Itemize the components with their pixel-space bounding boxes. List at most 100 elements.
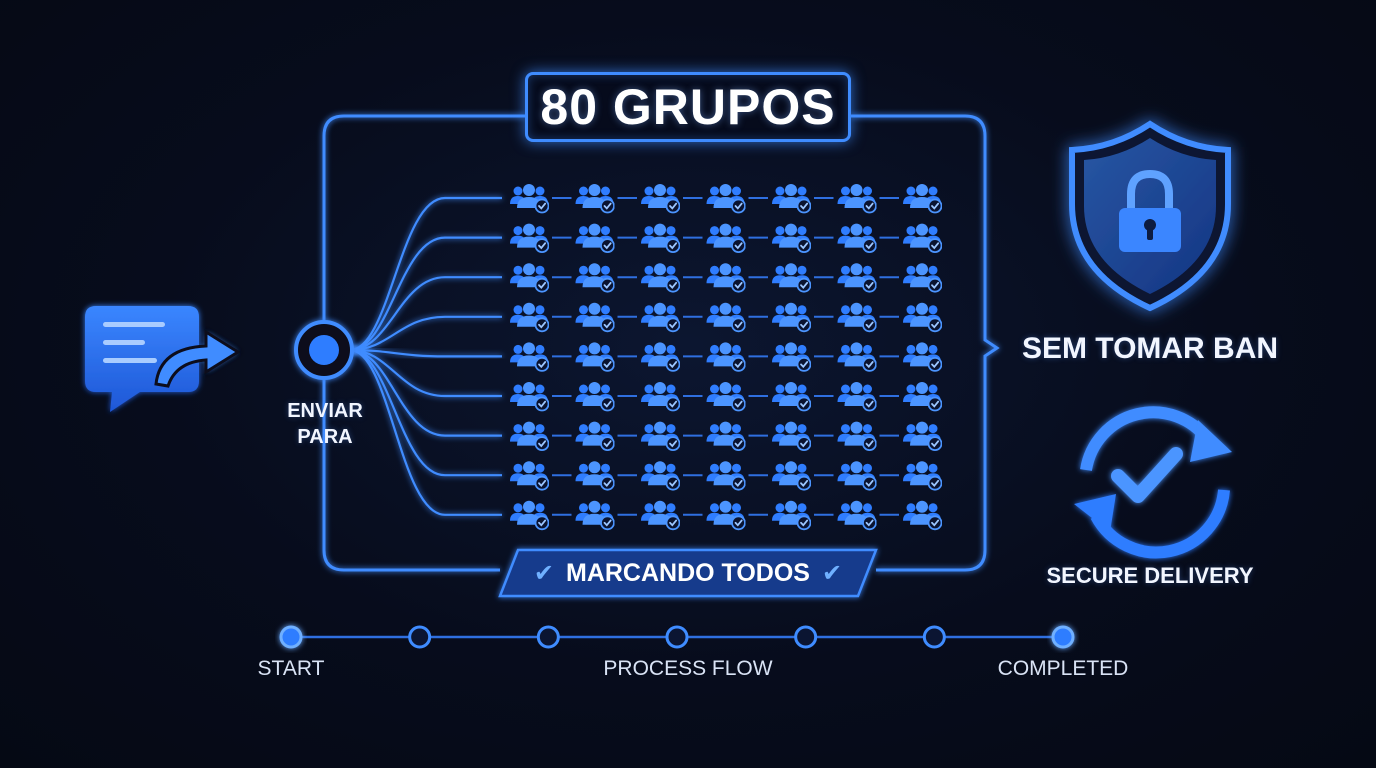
group-check-icon	[902, 341, 942, 372]
group-check-icon	[705, 341, 746, 372]
group-check-icon	[574, 341, 615, 372]
group-check-icon	[836, 499, 877, 531]
group-check-icon	[705, 183, 746, 214]
banner-label: MARCANDO TODOS	[566, 558, 810, 587]
group-check-icon	[902, 420, 942, 452]
group-check-icon	[574, 420, 615, 452]
fan-lines	[349, 196, 502, 516]
title-text: 80 GRUPOS	[540, 79, 836, 135]
flow-step-node	[1051, 625, 1075, 649]
group-check-icon	[640, 420, 680, 452]
group-check-icon	[771, 460, 811, 491]
flow-step-node	[408, 625, 432, 649]
group-check-icon	[902, 381, 942, 412]
group-check-icon	[640, 460, 680, 491]
group-check-icon	[705, 262, 746, 293]
group-check-icon	[574, 381, 615, 412]
group-check-icon	[771, 381, 811, 412]
group-check-icon	[705, 499, 746, 531]
group-check-icon	[574, 460, 615, 491]
group-check-icon	[705, 420, 746, 452]
group-check-icon	[902, 499, 942, 531]
check-icon: ✔	[533, 559, 554, 587]
flow-label-middle: PROCESS FLOW	[603, 657, 773, 680]
group-check-icon	[509, 420, 549, 452]
group-check-icon	[509, 381, 549, 412]
group-check-icon	[640, 301, 680, 333]
chat-forward-icon	[85, 306, 241, 412]
flow-step-node	[665, 625, 689, 649]
flow-step-node	[536, 625, 560, 649]
group-check-icon	[836, 420, 877, 452]
group-check-icon	[509, 341, 549, 372]
title-box: 80 GRUPOS	[525, 72, 851, 142]
group-check-icon	[771, 262, 811, 293]
mark-all-banner: ✔ MARCANDO TODOS ✔	[500, 550, 876, 596]
banner-shape	[498, 548, 878, 598]
check-icon: ✔	[821, 559, 843, 587]
group-check-icon	[836, 222, 877, 254]
group-grid	[509, 183, 942, 531]
group-check-icon	[574, 262, 615, 293]
flow-label-start: START	[257, 657, 325, 680]
group-check-icon	[836, 460, 877, 491]
group-check-icon	[771, 301, 811, 333]
flow-step-node	[794, 625, 818, 649]
group-check-icon	[574, 222, 615, 254]
flow-step-node	[922, 625, 946, 649]
group-check-icon	[509, 183, 549, 214]
group-check-icon	[574, 499, 615, 531]
fan-line	[349, 315, 502, 352]
group-check-icon	[640, 381, 680, 412]
process-flow	[279, 625, 1075, 649]
send-node-icon	[294, 320, 354, 380]
group-check-icon	[640, 341, 680, 372]
group-check-icon	[705, 381, 746, 412]
group-check-icon	[771, 183, 811, 214]
group-check-icon	[902, 262, 942, 293]
group-check-icon	[640, 262, 680, 293]
group-check-icon	[771, 420, 811, 452]
shield-lock-icon	[1069, 120, 1231, 312]
group-check-icon	[509, 262, 549, 293]
delivery-label: SECURE DELIVERY	[1046, 563, 1254, 588]
group-check-icon	[509, 301, 549, 333]
fan-line	[349, 348, 502, 398]
group-check-icon	[705, 222, 746, 254]
send-label: ENVIAR PARA	[270, 398, 380, 450]
group-check-icon	[902, 183, 942, 214]
send-label-line-1: ENVIAR	[287, 400, 363, 422]
refresh-check-icon	[1074, 406, 1232, 559]
group-check-icon	[705, 460, 746, 491]
group-check-icon	[902, 301, 942, 333]
fan-line	[349, 348, 502, 358]
group-check-icon	[902, 222, 942, 254]
shield-label: SEM TOMAR BAN	[1021, 332, 1279, 365]
fan-line	[349, 348, 502, 437]
flow-step-node	[279, 625, 303, 649]
group-check-icon	[509, 222, 549, 254]
group-check-icon	[836, 381, 877, 412]
group-check-icon	[574, 183, 615, 214]
fan-line	[349, 348, 502, 477]
fan-line	[349, 348, 502, 516]
fan-line	[349, 196, 502, 352]
group-check-icon	[902, 460, 942, 491]
group-check-icon	[836, 301, 877, 333]
group-check-icon	[771, 499, 811, 531]
group-check-icon	[771, 341, 811, 372]
group-check-icon	[509, 460, 549, 491]
group-check-icon	[771, 222, 811, 254]
group-check-icon	[705, 301, 746, 333]
flow-label-end: COMPLETED	[997, 657, 1129, 680]
group-check-icon	[574, 301, 615, 333]
fan-line	[349, 236, 502, 352]
group-check-icon	[836, 183, 877, 214]
group-check-icon	[640, 499, 680, 531]
group-check-icon	[509, 499, 549, 531]
group-check-icon	[640, 183, 680, 214]
send-label-line-2: PARA	[297, 426, 353, 448]
fan-line	[349, 276, 502, 352]
group-check-icon	[836, 262, 877, 293]
